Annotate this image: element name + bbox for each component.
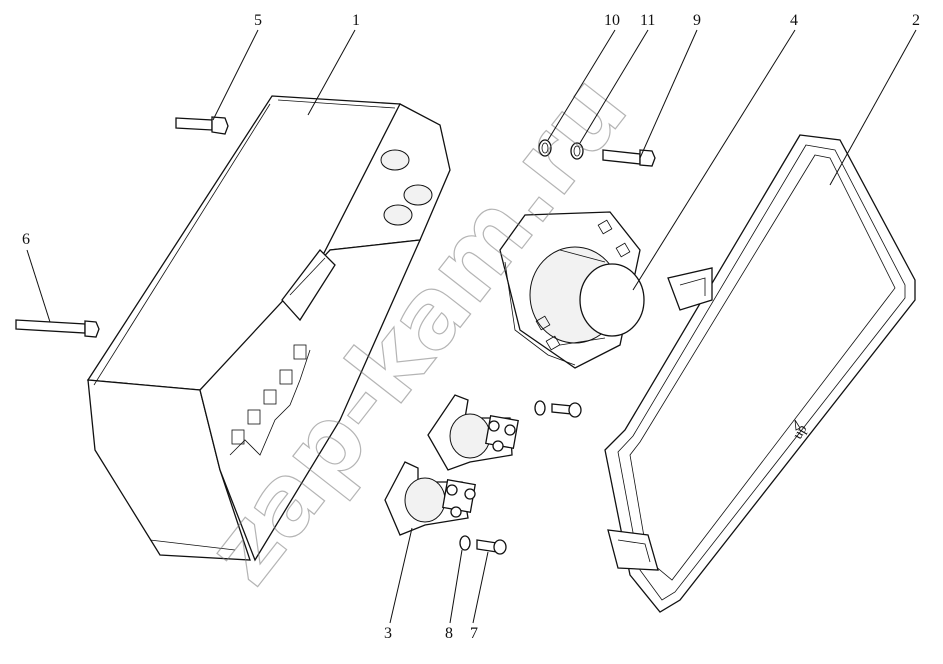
cable-hole (380, 149, 410, 171)
cable-hole (403, 184, 433, 206)
callout-10: 10 (604, 12, 620, 29)
nut-11 (570, 142, 584, 160)
bolt-short (175, 116, 229, 135)
main-contactor (499, 211, 645, 369)
callout-11: 11 (640, 12, 655, 29)
cover-lid: up (604, 134, 916, 613)
callout-8: 8 (445, 625, 453, 642)
callout-7: 7 (470, 625, 478, 642)
callout-3: 3 (384, 625, 392, 642)
bolt-long (15, 319, 100, 338)
callout-labels: 1 2 3 4 5 6 7 8 9 10 11 (22, 12, 920, 642)
cover-clip (667, 267, 713, 311)
washer (534, 400, 546, 416)
cable-hole (383, 204, 413, 226)
callout-9: 9 (693, 12, 701, 29)
washer-10 (538, 139, 552, 157)
callout-6: 6 (22, 231, 30, 248)
relay-lower (384, 461, 476, 536)
callout-5: 5 (254, 12, 262, 29)
housing-box (86, 95, 451, 562)
callout-4: 4 (790, 12, 798, 29)
relay-upper (427, 394, 519, 471)
bolt-9 (602, 149, 656, 167)
callout-1: 1 (352, 12, 360, 29)
washer-8 (459, 535, 471, 551)
leader-lines (26, 29, 917, 624)
callout-2: 2 (912, 12, 920, 29)
